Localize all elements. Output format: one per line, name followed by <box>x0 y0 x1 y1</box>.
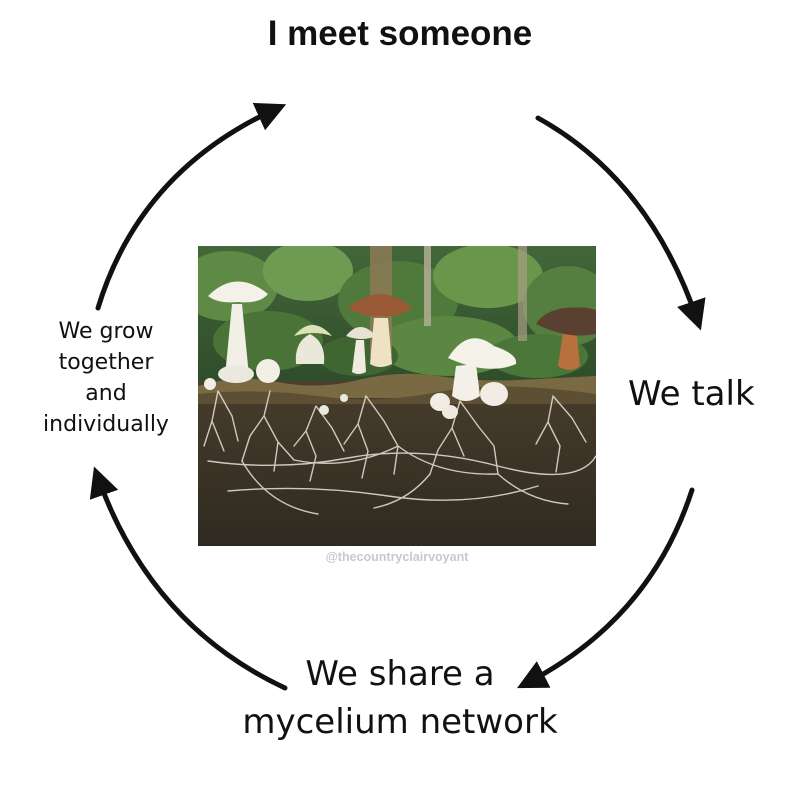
node-left-line-1: We grow <box>58 319 154 344</box>
node-left-line-3: and <box>85 381 127 406</box>
arrow-right-to-bottom <box>516 487 695 689</box>
node-left-label: We grow together and individually <box>28 316 184 440</box>
node-bottom-label: We share a mycelium network <box>200 650 600 746</box>
mushroom-4 <box>346 327 376 374</box>
mushroom-egg <box>256 359 280 383</box>
node-right-label: We talk <box>628 374 755 414</box>
node-left-line-2: together <box>58 350 154 375</box>
mushroom-1 <box>208 281 268 383</box>
node-bottom-line-1: We share a <box>305 654 495 694</box>
small-mushroom-bud <box>319 405 329 415</box>
mycelium-network <box>203 390 596 515</box>
arrow-left-to-top <box>95 102 287 311</box>
photo-watermark: @thecountryclairvoyant <box>325 550 469 564</box>
soil <box>198 381 596 546</box>
node-top-label: I meet someone <box>267 14 533 53</box>
mushroom-2 <box>294 325 332 364</box>
mushroom-5 <box>430 338 517 419</box>
node-left-line-4: individually <box>43 412 169 437</box>
mushroom-mycelium-photo <box>198 246 596 546</box>
mushroom-6 <box>536 307 596 370</box>
mushroom-3 <box>348 294 412 367</box>
small-mushroom-bud <box>340 394 348 402</box>
small-mushroom-bud <box>204 378 216 390</box>
arrow-top-to-right <box>535 115 706 331</box>
arrow-bottom-to-left <box>89 466 288 691</box>
node-bottom-line-2: mycelium network <box>242 702 558 742</box>
